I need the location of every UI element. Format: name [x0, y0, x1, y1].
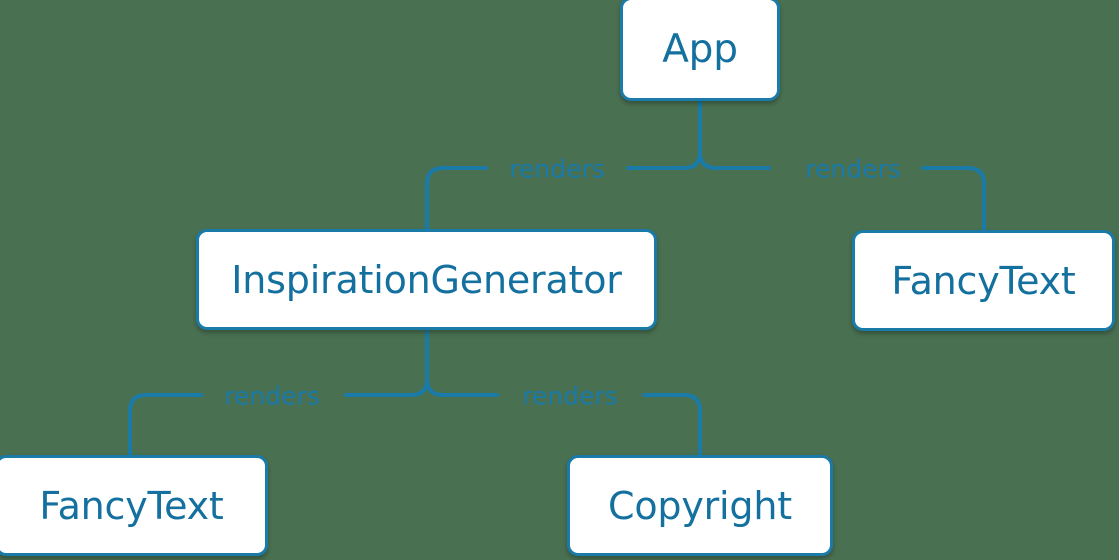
node-copyright-label: Copyright [608, 483, 792, 528]
node-fancytext-bottom-left[interactable]: FancyText [0, 455, 268, 556]
edge-label-inspirationgenerator-to-copyright: renders [522, 381, 618, 411]
node-fancytext-right-label: FancyText [891, 258, 1076, 303]
edge-app-to-fancy-right-seg [921, 166, 986, 232]
edge-inspgen-stem-right [425, 377, 445, 397]
node-fancytext-bottom-left-label: FancyText [39, 483, 224, 528]
edge-inspgen-to-copyright-right-seg [642, 393, 702, 457]
node-copyright[interactable]: Copyright [567, 455, 833, 556]
edge-label-inspirationgenerator-to-fancytext: renders [224, 381, 320, 411]
node-inspirationgenerator[interactable]: InspirationGenerator [196, 229, 657, 330]
node-fancytext-right[interactable]: FancyText [852, 230, 1115, 331]
node-inspirationgenerator-label: InspirationGenerator [231, 257, 622, 302]
edge-inspgen-to-fancy-left-seg [128, 393, 203, 457]
edge-inspgen-stem [409, 328, 429, 397]
edge-app-stem [682, 99, 702, 170]
edge-label-app-to-inspirationgenerator: renders [509, 154, 605, 184]
node-app[interactable]: App [620, 0, 780, 101]
edge-label-app-to-fancytext: renders [805, 154, 901, 184]
edge-app-to-inspgen-left-seg [425, 166, 488, 231]
edge-app-stem-right [698, 150, 718, 170]
node-app-label: App [662, 26, 738, 72]
